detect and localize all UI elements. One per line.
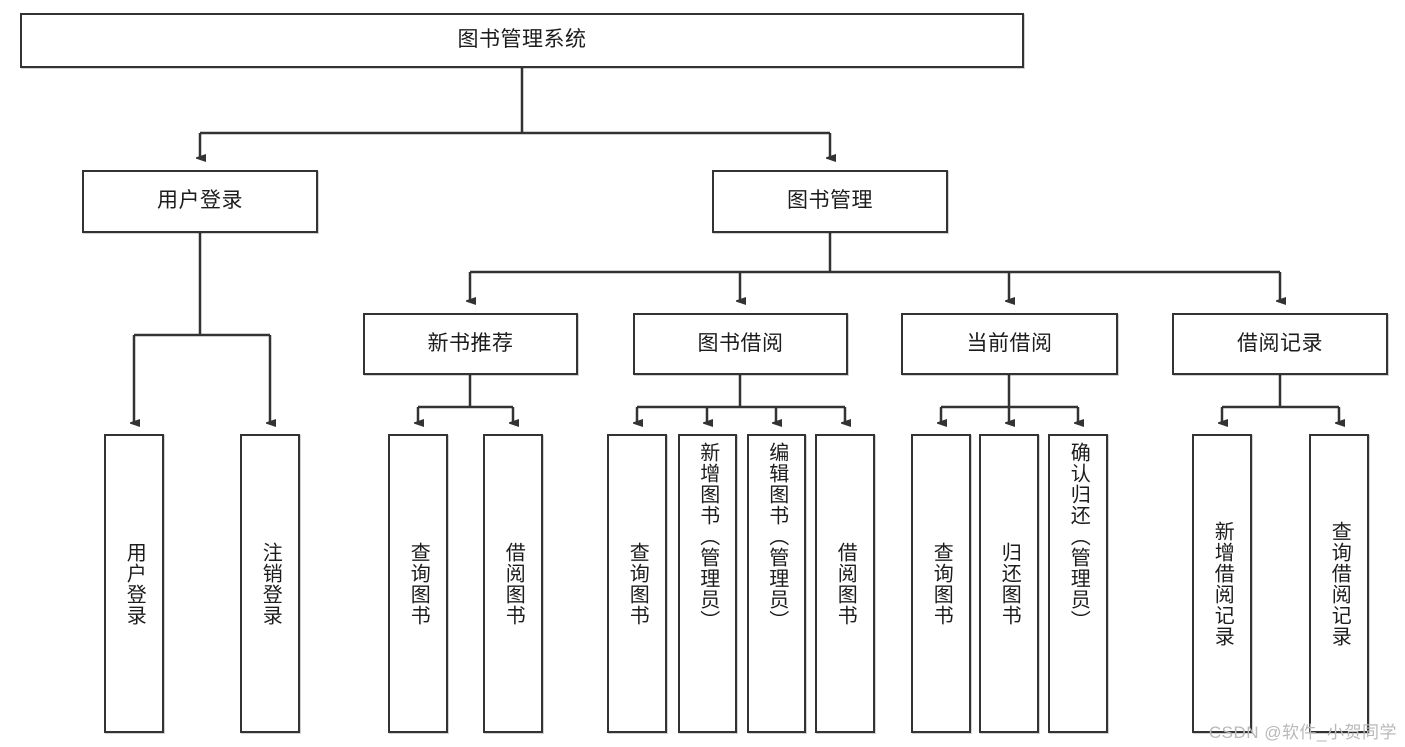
node-current-borrow-label: 当前借阅 <box>966 331 1053 355</box>
leaf-current-borrow-confirm[interactable]: 确认归还（管理员） <box>1048 434 1108 733</box>
leaf-label: 确认归还（管理员） <box>1067 442 1090 631</box>
leaf-new-book-borrow[interactable]: 借阅图书 <box>483 434 543 733</box>
leaf-book-borrow-add[interactable]: 新增图书（管理员） <box>678 434 737 733</box>
leaf-borrow-record-query[interactable]: 查询借阅记录 <box>1309 434 1369 733</box>
leaf-user-login-login[interactable]: 用户登录 <box>104 434 164 733</box>
leaf-new-book-query[interactable]: 查询图书 <box>388 434 448 733</box>
leaf-label: 新增图书（管理员） <box>696 442 719 631</box>
node-borrow-record-label: 借阅记录 <box>1237 331 1323 355</box>
leaf-label: 查询借阅记录 <box>1328 520 1351 647</box>
leaf-label: 注销登录 <box>259 541 282 626</box>
node-root-label: 图书管理系统 <box>457 28 587 52</box>
node-user-login-label: 用户登录 <box>157 189 243 213</box>
leaf-label: 用户登录 <box>123 541 146 626</box>
leaf-current-borrow-query[interactable]: 查询图书 <box>911 434 971 733</box>
leaf-label: 归还图书 <box>998 541 1021 626</box>
node-book-management-label: 图书管理 <box>787 189 873 213</box>
leaf-borrow-record-add[interactable]: 新增借阅记录 <box>1192 434 1252 733</box>
leaf-label: 编辑图书（管理员） <box>765 442 788 631</box>
leaf-label: 借阅图书 <box>834 541 857 626</box>
node-user-login[interactable]: 用户登录 <box>82 170 318 233</box>
node-new-book-recommend[interactable]: 新书推荐 <box>363 313 578 375</box>
leaf-current-borrow-return[interactable]: 归还图书 <box>979 434 1039 733</box>
leaf-book-borrow-query[interactable]: 查询图书 <box>607 434 667 733</box>
node-root[interactable]: 图书管理系统 <box>20 13 1024 68</box>
node-borrow-record[interactable]: 借阅记录 <box>1172 313 1388 375</box>
leaf-book-borrow-edit[interactable]: 编辑图书（管理员） <box>747 434 806 733</box>
leaf-label: 借阅图书 <box>502 541 525 626</box>
leaf-label: 查询图书 <box>930 541 953 626</box>
leaf-label: 查询图书 <box>407 541 430 626</box>
leaf-user-login-logout[interactable]: 注销登录 <box>240 434 300 733</box>
leaf-label: 新增借阅记录 <box>1211 520 1234 647</box>
node-book-management[interactable]: 图书管理 <box>712 170 948 233</box>
node-book-borrow-label: 图书借阅 <box>697 331 784 355</box>
leaf-label: 查询图书 <box>626 541 649 626</box>
watermark-text: CSDN @软件_小贺同学 <box>1208 723 1397 742</box>
leaf-book-borrow-lend[interactable]: 借阅图书 <box>815 434 875 733</box>
node-current-borrow[interactable]: 当前借阅 <box>901 313 1118 375</box>
node-book-borrow[interactable]: 图书借阅 <box>633 313 848 375</box>
node-new-book-recommend-label: 新书推荐 <box>427 331 514 355</box>
